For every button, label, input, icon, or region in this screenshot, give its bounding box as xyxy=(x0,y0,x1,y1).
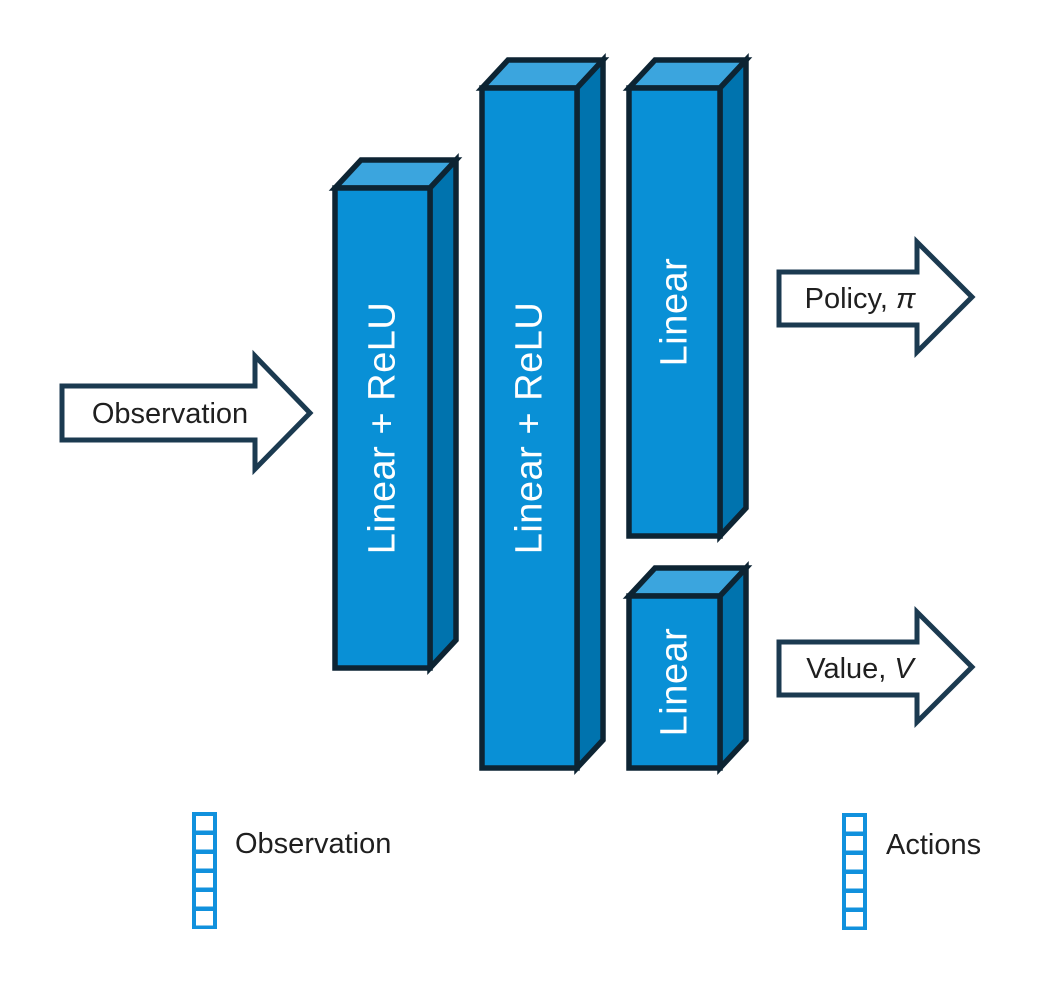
hidden2-label: Linear + ReLU xyxy=(509,302,551,555)
input-arrow-label: Observation xyxy=(92,398,248,430)
input-arrow: Observation xyxy=(59,349,314,476)
observation-vector-cell xyxy=(196,835,213,850)
legend-observation: Observation xyxy=(192,812,391,929)
observation-vector-cell xyxy=(196,873,213,888)
actions-vector-cell xyxy=(846,912,863,927)
policy-arrow-label: Policy, π xyxy=(805,283,916,315)
actions-vector-cell xyxy=(846,893,863,908)
hidden1-front-face xyxy=(332,185,433,671)
policy-arrow: Policy, π xyxy=(776,235,976,359)
actions-vector-cell xyxy=(846,855,863,870)
value-head-front-face xyxy=(626,593,723,771)
value-arrow-shape xyxy=(776,605,976,729)
actions-vector-cell xyxy=(846,874,863,889)
observation-vector-cell xyxy=(196,892,213,907)
policy-head-front-face xyxy=(626,85,723,539)
observation-vector-cell xyxy=(196,911,213,926)
value-head-label: Linear xyxy=(654,628,696,737)
observation-vector-icon xyxy=(192,812,217,929)
value-arrow: Value, V xyxy=(776,605,976,729)
value-head-side-face xyxy=(717,560,749,776)
policy-arrow-shape xyxy=(776,235,976,359)
input-arrow-shape xyxy=(59,349,314,476)
legend-observation-label: Observation xyxy=(235,828,391,860)
layer-box-value-head: Linear xyxy=(622,560,753,776)
layer-box-hidden-2: Linear + ReLU xyxy=(475,52,610,776)
observation-vector-cell xyxy=(196,816,213,831)
value-arrow-label: Value, V xyxy=(806,653,916,685)
observation-vector-cell xyxy=(196,854,213,869)
actions-vector-cell xyxy=(846,817,863,832)
value-v-symbol: V xyxy=(894,653,916,685)
hidden2-side-face xyxy=(574,52,606,776)
policy-head-side-face xyxy=(717,52,749,544)
legend-actions: Actions xyxy=(842,813,981,930)
hidden1-label: Linear + ReLU xyxy=(362,302,404,555)
hidden2-front-face xyxy=(479,85,580,771)
actions-vector-icon xyxy=(842,813,867,930)
policy-head-label: Linear xyxy=(654,258,696,367)
policy-arrow-text: Policy, xyxy=(805,283,896,315)
value-arrow-text: Value, xyxy=(806,653,894,685)
legend-actions-label: Actions xyxy=(886,829,981,861)
hidden1-side-face xyxy=(427,152,459,676)
layer-box-hidden-1: Linear + ReLU xyxy=(328,152,463,676)
layer-box-policy-head: Linear xyxy=(622,52,753,544)
policy-pi-symbol: π xyxy=(896,283,916,315)
actions-vector-cell xyxy=(846,836,863,851)
